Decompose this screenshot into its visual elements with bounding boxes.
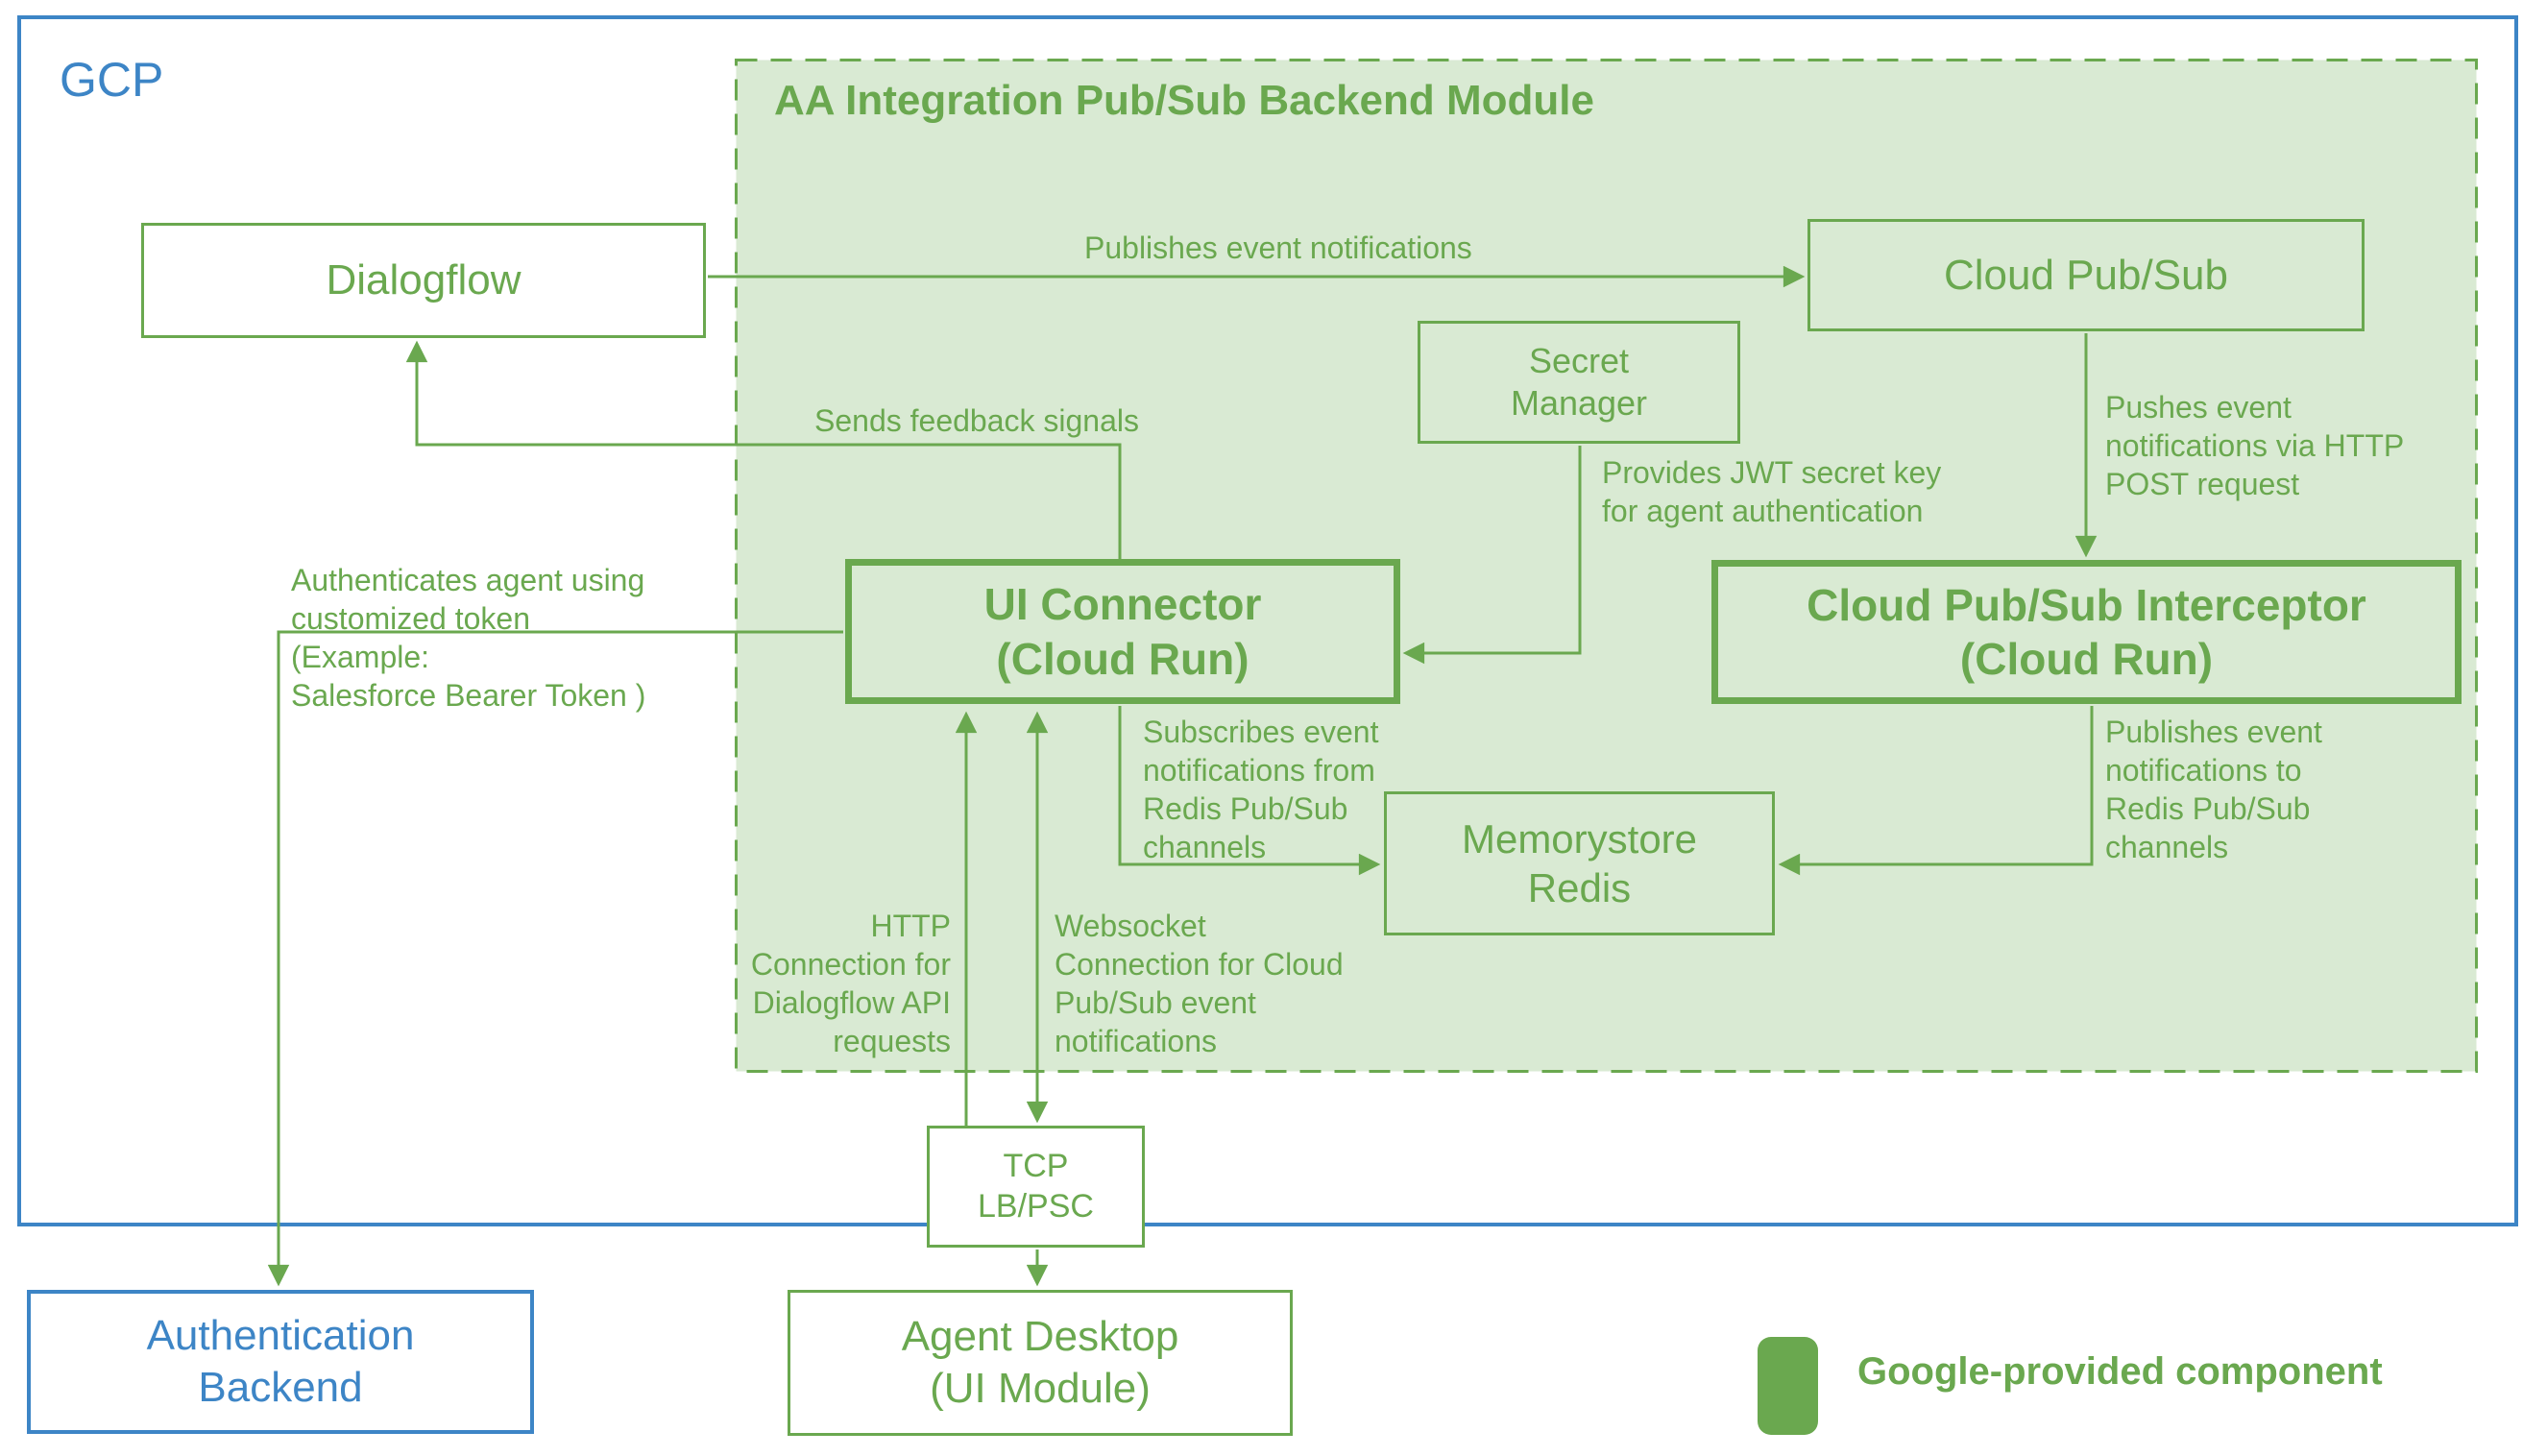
edge-label-pushes-event: Pushes event notifications via HTTP POST…: [2105, 390, 2405, 501]
legend-google-component-swatch: [1758, 1337, 1818, 1435]
gcp-boundary-box: [17, 15, 2518, 1226]
legend-google-component-label: Google-provided component: [1857, 1350, 2383, 1393]
node-auth-backend: Authentication Backend: [27, 1290, 534, 1434]
edge-label-http-connection: HTTP Connection for Dialogflow API reque…: [750, 909, 951, 1058]
node-agent-desktop: Agent Desktop (UI Module): [788, 1290, 1293, 1436]
node-tcp-lb-psc: TCP LB/PSC: [927, 1126, 1145, 1248]
node-cloud-pubsub: Cloud Pub/Sub: [1807, 219, 2365, 331]
edge-label-authenticates: Authenticates agent using customized tok…: [291, 563, 646, 713]
edge-publishes-redis: [1778, 706, 2094, 876]
gcp-label: GCP: [60, 53, 164, 107]
node-secret-manager: Secret Manager: [1418, 321, 1740, 444]
node-memorystore-redis: Memorystore Redis: [1384, 791, 1775, 935]
edge-provides-jwt: [1402, 446, 1582, 665]
edge-label-publishes-event: Publishes event notifications: [1084, 231, 1472, 265]
edge-sends-feedback: [405, 340, 1122, 559]
node-pubsub-interceptor: Cloud Pub/Sub Interceptor (Cloud Run): [1711, 560, 2462, 704]
edge-label-provides-jwt: Provides JWT secret key for agent authen…: [1602, 455, 1942, 528]
edge-label-sends-feedback: Sends feedback signals: [814, 403, 1139, 438]
edge-subscribes: [1118, 706, 1381, 876]
edge-label-websocket-connection: Websocket Connection for Cloud Pub/Sub e…: [1055, 909, 1344, 1058]
node-dialogflow: Dialogflow: [141, 223, 706, 338]
edge-label-subscribes: Subscribes event notifications from Redi…: [1143, 715, 1379, 864]
edge-authenticates: [267, 630, 843, 1287]
edge-label-publishes-redis: Publishes event notifications to Redis P…: [2105, 715, 2322, 864]
module-title: AA Integration Pub/Sub Backend Module: [774, 77, 1594, 124]
node-ui-connector: UI Connector (Cloud Run): [845, 559, 1400, 704]
